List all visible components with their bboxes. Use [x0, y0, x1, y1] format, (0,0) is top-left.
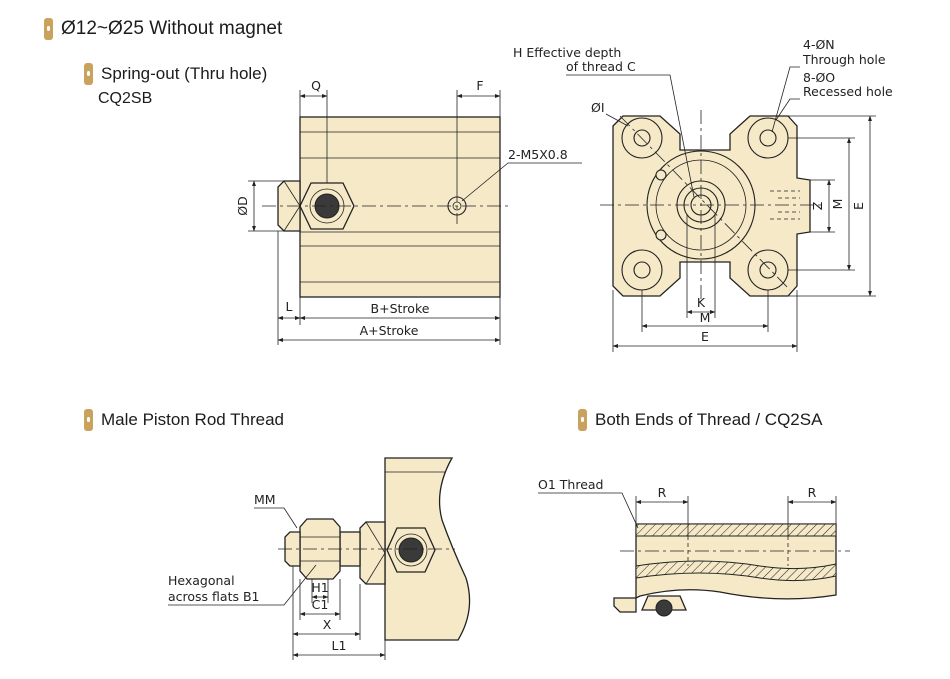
side-view: Q F 2-M5X0.8 ØD L B+Stroke A+Stroke: [235, 78, 582, 345]
label-x: X: [323, 617, 332, 632]
corner-hole-tr: [747, 117, 789, 159]
corner-hole-br: [747, 249, 789, 291]
section-heading-spring-out: Spring-out (Thru hole): [84, 63, 267, 85]
section-heading-both-ends: Both Ends of Thread / CQ2SA: [578, 409, 822, 431]
label-l1: L1: [332, 638, 347, 653]
label-i: ØI: [591, 100, 605, 115]
label-r-right: R: [808, 485, 817, 500]
rod-stub: [359, 521, 386, 585]
label-mm: MM: [254, 492, 276, 507]
bottom-rod-hole: [655, 599, 673, 617]
label-k: K: [697, 295, 706, 310]
male-rod-heading-text: Male Piston Rod Thread: [101, 410, 285, 429]
label-a-stroke: A+Stroke: [360, 323, 419, 338]
label-l: L: [286, 299, 293, 314]
label-q: Q: [311, 78, 321, 93]
label-r-left: R: [658, 485, 667, 500]
bullet-icon: [578, 409, 587, 431]
bullet-icon: [44, 18, 53, 40]
label-o1: O1 Thread: [538, 477, 603, 492]
label-m-right: M: [830, 199, 845, 210]
thread-stub: [284, 531, 301, 567]
spring-out-model-text: CQ2SB: [98, 90, 153, 107]
main-heading-text: Ø12~Ø25 Without magnet: [61, 18, 283, 39]
label-e-right: E: [851, 202, 866, 210]
label-b-stroke: B+Stroke: [371, 301, 430, 316]
label-hex: Hexagonal: [168, 573, 235, 588]
thread-band-top: [635, 523, 837, 537]
label-o2: Recessed hole: [803, 84, 893, 99]
label-z: Z: [810, 202, 825, 211]
label-h2: of thread C: [566, 59, 636, 74]
both-ends-heading-text: Both Ends of Thread / CQ2SA: [595, 410, 823, 429]
corner-hole-bl: [621, 249, 663, 291]
end-view: H Effective depth of thread C 4-ØN Throu…: [513, 37, 893, 352]
label-f: F: [476, 78, 483, 93]
label-n2: Through hole: [802, 52, 886, 67]
label-h: H Effective depth: [513, 45, 621, 60]
label-n: 4-ØN: [803, 37, 835, 52]
label-hex2: across flats B1: [168, 589, 260, 604]
label-o: 8-ØO: [803, 70, 835, 85]
label-port: 2-M5X0.8: [508, 147, 568, 162]
label-h1: H1: [311, 580, 328, 595]
section-heading-main: Ø12~Ø25 Without magnet: [44, 18, 282, 40]
bullet-icon: [84, 63, 93, 85]
label-m-bottom: M: [700, 310, 711, 325]
male-rod-view: MM Hexagonal across flats B1 H1 C1 X L1: [168, 457, 471, 660]
section-heading-male-rod: Male Piston Rod Thread: [84, 409, 284, 431]
bullet-icon: [84, 409, 93, 431]
body-rod-hole: [398, 537, 424, 563]
thread-band-bottom: [635, 560, 837, 582]
label-e-bottom: E: [701, 329, 709, 344]
spring-out-heading-text: Spring-out (Thru hole): [101, 64, 268, 83]
both-ends-view: O1 Thread R R: [538, 477, 850, 617]
label-d: ØD: [235, 196, 250, 215]
label-c1: C1: [312, 597, 329, 612]
